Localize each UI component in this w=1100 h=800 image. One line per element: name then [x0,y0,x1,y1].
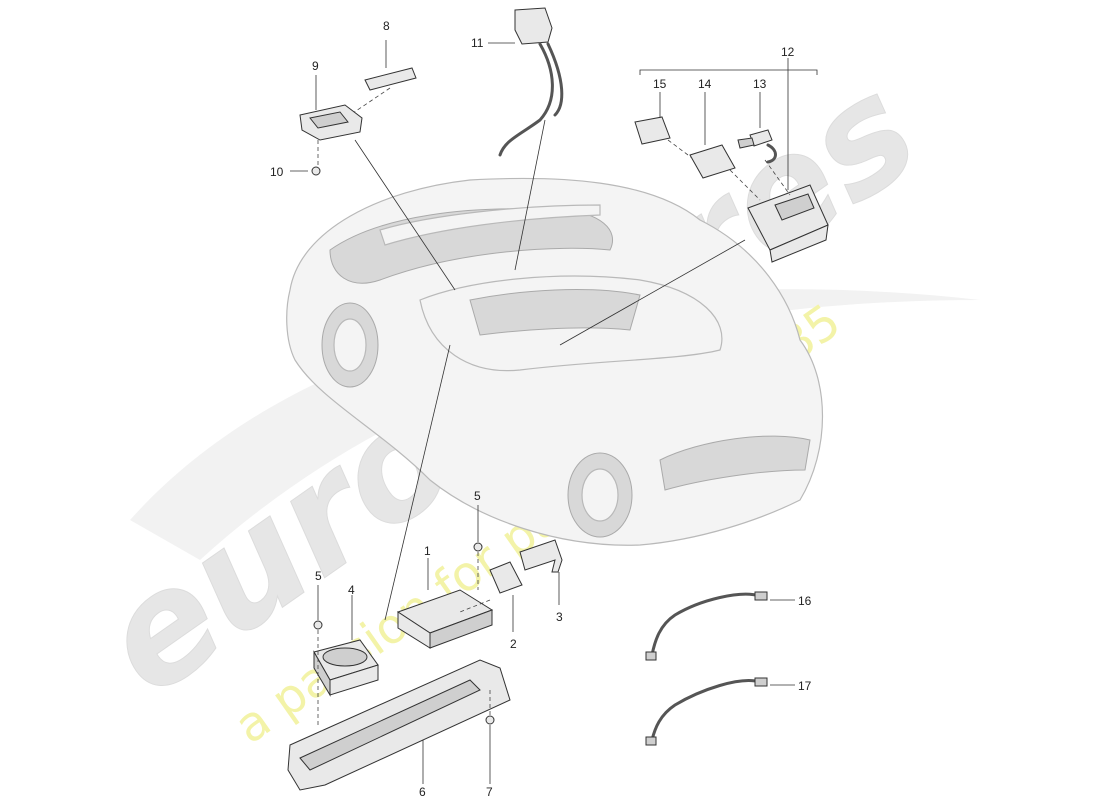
part-15-plug[interactable] [634,116,671,145]
callout-5a: 5 [474,489,481,503]
part-17-cable[interactable] [645,677,768,746]
leader-lines [354,119,746,621]
part-2-cover[interactable] [489,561,523,594]
callout-16: 16 [798,594,812,608]
part-16-cable[interactable] [645,591,768,661]
callout-7: 7 [486,785,493,799]
part-5-nut-b[interactable] [473,542,483,552]
callout-14: 14 [698,77,712,91]
car-illustration [286,177,824,546]
part-14-module[interactable] [689,144,736,179]
callout-11: 11 [471,36,484,50]
callout-1: 1 [424,544,431,558]
callout-4: 4 [348,583,355,597]
part-12-control-unit[interactable] [747,184,829,263]
part-9-bracket[interactable] [299,104,363,141]
callout-3: 3 [556,610,563,624]
callout-labels: 8 9 10 11 12 15 14 13 5 1 5 4 3 2 16 17 … [270,19,812,799]
callout-12: 12 [781,45,795,59]
callout-5b: 5 [315,569,322,583]
callout-8: 8 [383,19,390,33]
callout-10: 10 [270,165,284,179]
callout-15: 15 [653,77,667,91]
part-5-nut-a[interactable] [313,620,323,630]
part-4-siren[interactable] [313,639,379,697]
callout-17: 17 [798,679,812,693]
part-13-connector[interactable] [737,129,777,164]
part-3-bracket[interactable] [519,539,563,573]
part-6-plate[interactable] [287,659,511,791]
callout-13: 13 [753,77,767,91]
callout-6: 6 [419,785,426,799]
callout-2: 2 [510,637,517,651]
callout-9: 9 [312,59,319,73]
part-11-cable[interactable] [498,7,564,157]
part-8-antenna[interactable] [364,67,417,91]
part-1-module[interactable] [396,589,494,649]
part-10-screw[interactable] [311,166,321,176]
part-7-screw[interactable] [485,715,495,725]
